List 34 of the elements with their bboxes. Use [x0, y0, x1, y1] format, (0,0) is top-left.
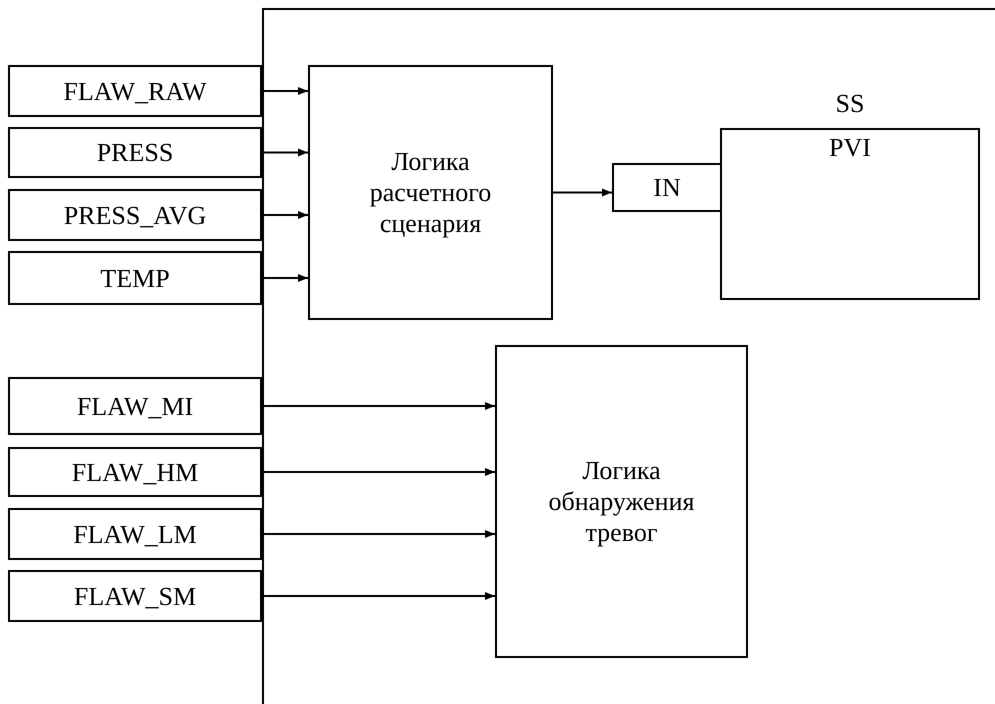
box-label: IN	[653, 172, 681, 203]
arrow	[262, 468, 495, 476]
arrow	[262, 592, 495, 600]
block-frame	[262, 8, 995, 704]
box-label: Логика расчетного сценария	[368, 146, 492, 239]
logic-box	[308, 65, 553, 320]
signal-label: TEMP	[100, 262, 170, 294]
signal-label: FLAW_MI	[76, 390, 194, 422]
arrow	[553, 188, 612, 196]
signal-label: FLAW_HM	[72, 456, 198, 488]
input-box	[8, 189, 262, 241]
signal-label: FLAW_SM	[74, 580, 196, 612]
signal-label: FLAW_LM	[73, 518, 197, 550]
arrow	[262, 148, 308, 156]
input-box	[8, 447, 262, 497]
signal-label: PRESS_AVG	[64, 200, 206, 230]
input-box	[8, 251, 262, 305]
port-box	[612, 163, 722, 212]
arrow	[262, 402, 495, 410]
signal-label: PRESS	[96, 137, 174, 168]
input-box	[8, 65, 262, 117]
arrow	[262, 274, 308, 282]
input-box	[8, 508, 262, 560]
input-box	[8, 377, 262, 435]
arrow	[262, 530, 495, 538]
block-heading: SS	[834, 88, 866, 119]
arrow	[262, 87, 308, 95]
input-box	[8, 127, 262, 178]
arrow	[262, 211, 308, 219]
signal-label: FLAW_RAW	[63, 76, 207, 106]
input-box	[8, 570, 262, 622]
logic-box	[495, 345, 748, 658]
box-label: Логика обнаружения тревог	[548, 455, 696, 548]
block-label: PVI	[828, 132, 872, 163]
